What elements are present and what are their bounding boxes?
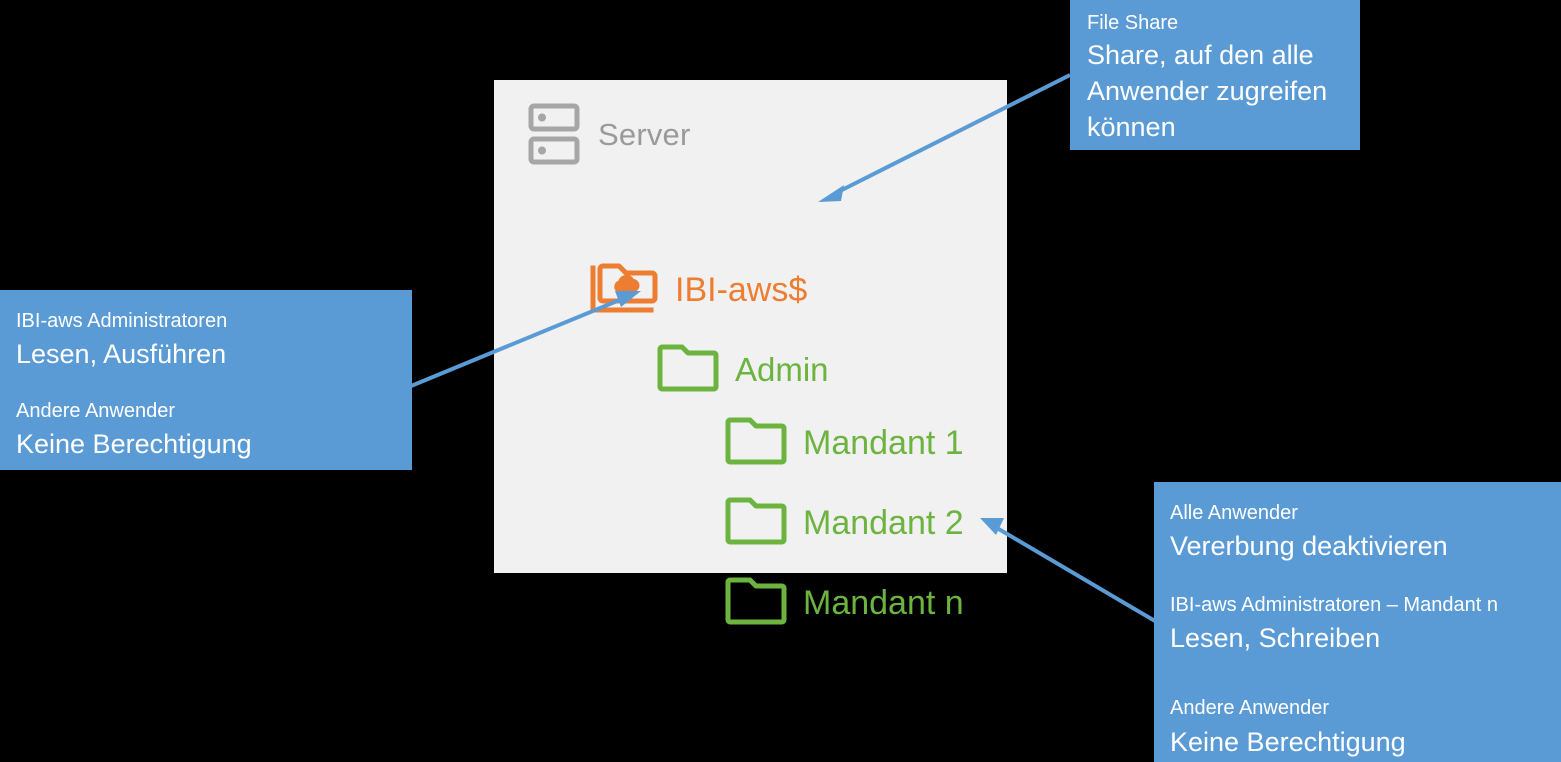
callout-left: IBI-aws Administratoren Lesen, Ausführen… (0, 290, 412, 470)
callout-top-right-body-line-3: können (1087, 112, 1176, 143)
callout-bottom-right-block-3-value: Keine Berechtigung (1170, 726, 1406, 757)
tree-node-mandant-1-label: Mandant 1 (803, 423, 964, 462)
folder-icon (723, 415, 789, 470)
callout-bottom-right-spacer-2 (1170, 657, 1561, 693)
tree-node-mandant-1[interactable]: Mandant 1 (723, 415, 964, 470)
server-header: Server (528, 103, 691, 165)
tree-node-share[interactable]: IBI-aws$ (589, 258, 807, 321)
callout-left-block-2-value: Keine Berechtigung (16, 429, 252, 460)
callout-left-block-1-heading: IBI-aws Administratoren (16, 310, 228, 332)
folder-icon (655, 342, 721, 397)
server-icon (528, 103, 580, 165)
callout-bottom-right: Alle Anwender Vererbung deaktivieren IBI… (1154, 482, 1561, 762)
tree-node-admin[interactable]: Admin (655, 342, 829, 397)
server-panel: Server IBI-aws$ (494, 80, 1007, 625)
callout-top-right-body-line-1: Share, auf den alle (1087, 40, 1314, 71)
callout-bottom-right-block-3-heading: Andere Anwender (1170, 697, 1330, 720)
tree-node-share-label: IBI-aws$ (675, 270, 808, 309)
tree-node-mandant-2-label: Mandant 2 (803, 503, 964, 542)
tree-node-mandant-n-label: Mandant n (803, 583, 964, 622)
callout-left-block-2-heading: Andere Anwender (16, 399, 176, 422)
tree-node-admin-label: Admin (735, 351, 829, 388)
cloud-folder-icon (589, 258, 663, 321)
callout-bottom-right-block-1-value: Vererbung deaktivieren (1170, 531, 1448, 562)
callout-top-right-heading: File Share (1087, 12, 1179, 34)
callout-bottom-right-block-1-heading: Alle Anwender (1170, 502, 1298, 524)
callout-bottom-right-block-2-heading: IBI-aws Administratoren – Mandant n (1170, 593, 1498, 616)
callout-top-right: File Share Share, auf den alle Anwender … (1070, 0, 1360, 150)
tree-node-mandant-n[interactable]: Mandant n (723, 575, 964, 630)
callout-top-right-body-line-2: Anwender zugreifen (1087, 76, 1328, 107)
callout-left-block-1-value: Lesen, Ausführen (16, 339, 227, 370)
callout-left-spacer (16, 374, 412, 396)
server-label: Server (598, 116, 691, 152)
folder-icon (723, 495, 789, 550)
folder-icon (723, 575, 789, 630)
callout-bottom-right-spacer-1 (1170, 566, 1561, 590)
callout-bottom-right-block-2-value: Lesen, Schreiben (1170, 623, 1381, 654)
tree-node-mandant-2[interactable]: Mandant 2 (723, 495, 964, 550)
